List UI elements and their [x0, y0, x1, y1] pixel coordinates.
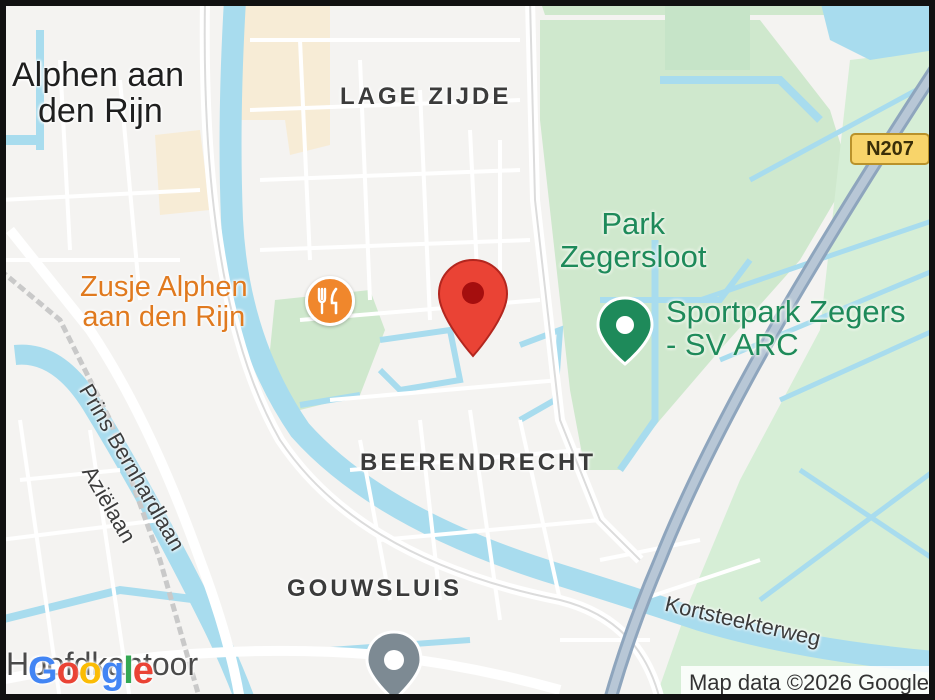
sportpark-label[interactable]: Sportpark Zegers - SV ARC: [666, 294, 906, 362]
city-label[interactable]: Alphen aan den Rijn: [12, 56, 185, 130]
neighborhood-label-lage-zijde[interactable]: LAGE ZIJDE: [340, 83, 512, 110]
restaurant-label-line-2: aan den Rijn: [82, 301, 246, 334]
road-shield-n207: N207: [850, 133, 930, 165]
hoofdkantoor-label[interactable]: Hoofdkantoor: [6, 646, 199, 682]
park-label-line-1: Park: [601, 206, 666, 241]
logo-letter: o: [56, 650, 80, 692]
neighborhood-label-beerendrecht[interactable]: BEERENDRECHT: [360, 449, 597, 476]
neighborhood-label-gouwsluis[interactable]: GOUWSLUIS: [287, 575, 462, 602]
restaurant-label[interactable]: Zusje Alphen aan den Rijn: [80, 272, 248, 333]
park-label-line-2: Zegersloot: [560, 238, 707, 274]
logo-letter: g: [101, 650, 124, 692]
location-marker-icon[interactable]: [437, 258, 509, 358]
sportpark-label-line-2: - SV ARC: [666, 326, 799, 362]
fork-knife-icon: [317, 287, 338, 315]
logo-letter: e: [132, 650, 154, 692]
hoofdkantoor-pin-icon[interactable]: [364, 630, 424, 700]
logo-letter: l: [123, 650, 134, 692]
city-label-line-1: Alphen aan: [12, 56, 185, 94]
logo-letter: G: [28, 650, 58, 692]
restaurant-icon[interactable]: [305, 276, 355, 326]
park-label[interactable]: Park Zegersloot: [560, 206, 707, 274]
logo-letter: o: [78, 650, 102, 692]
city-label-line-2: den Rijn: [38, 91, 163, 130]
sportpark-pin-icon[interactable]: [596, 296, 654, 366]
sportpark-label-line-1: Sportpark Zegers: [666, 294, 906, 329]
google-logo[interactable]: Google: [28, 650, 154, 693]
restaurant-label-line-1: Zusje Alphen: [80, 271, 248, 303]
map-attribution[interactable]: Map data ©2026 Google: [680, 666, 935, 700]
